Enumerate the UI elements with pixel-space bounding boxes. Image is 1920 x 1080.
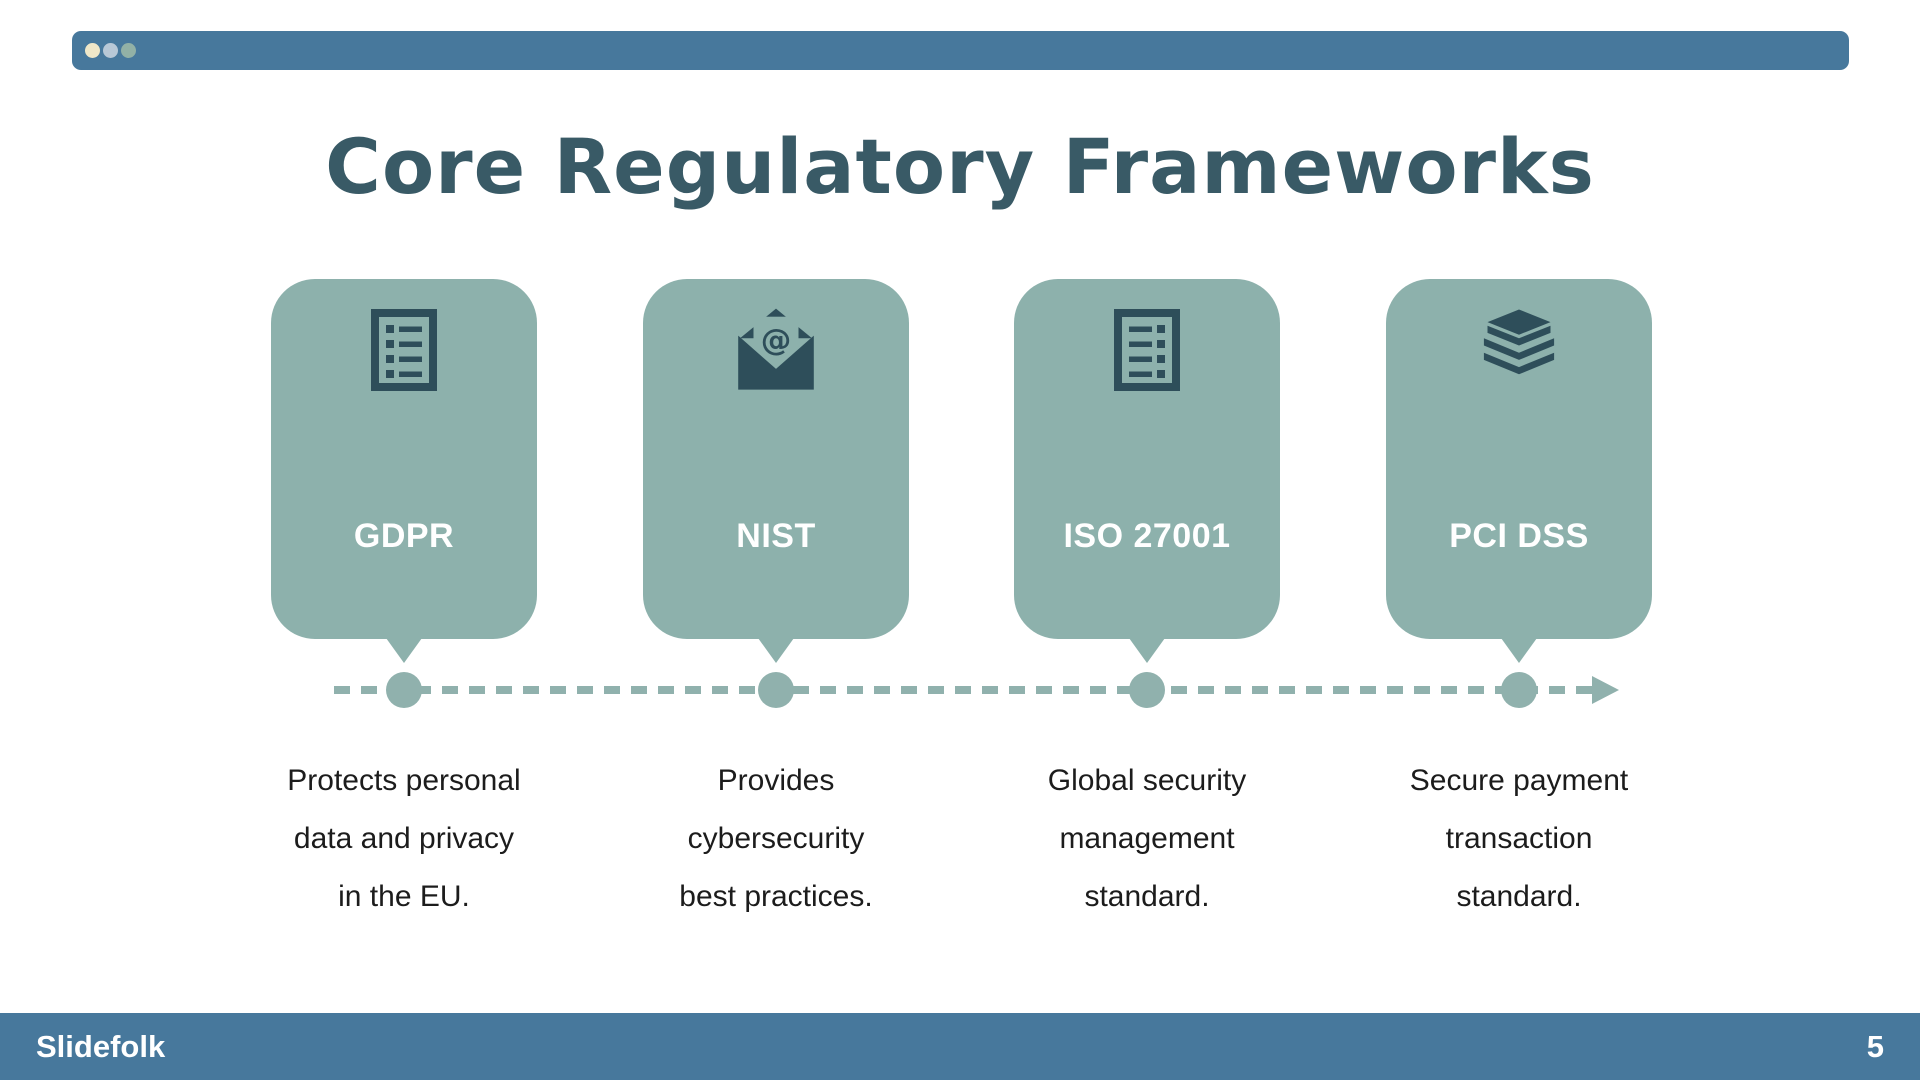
footer-brand: Slidefolk — [36, 1028, 166, 1064]
timeline-dot — [758, 672, 794, 708]
framework-label: GDPR — [353, 517, 455, 555]
card-pointer-tail — [1129, 638, 1165, 663]
page-number: 5 — [1866, 1028, 1884, 1064]
slide-title: Core Regulatory Frameworks — [325, 122, 1595, 211]
book-stack-icon — [1474, 307, 1564, 393]
framework-label: NIST — [736, 517, 816, 555]
window-dot-icon — [103, 43, 118, 58]
timeline-dot — [1129, 672, 1165, 708]
framework-card-pci-dss: PCI DSS — [1386, 279, 1652, 663]
framework-card-nist: @ NIST — [643, 279, 909, 663]
framework-description: Protects personal data and privacy in th… — [287, 764, 521, 913]
footer-bar: Slidefolk 5 — [0, 1013, 1920, 1080]
framework-label: ISO 27001 — [1063, 517, 1231, 555]
envelope-at-icon: @ — [731, 307, 821, 393]
mock-browser-bar — [72, 31, 1849, 70]
framework-card-gdpr: GDPR — [271, 279, 537, 663]
timeline-arrow-icon — [1592, 676, 1619, 704]
timeline-dot — [386, 672, 422, 708]
card-pointer-tail — [386, 638, 422, 663]
framework-card-iso-27001: ISO 27001 — [1014, 279, 1280, 663]
at-symbol-glyph: @ — [761, 323, 792, 358]
document-list-icon — [1102, 307, 1192, 393]
framework-description: Provides cybersecurity best practices. — [679, 764, 873, 913]
card-pointer-tail — [758, 638, 794, 663]
card-pointer-tail — [1501, 638, 1537, 663]
framework-label: PCI DSS — [1449, 517, 1589, 555]
window-dot-icon — [121, 43, 136, 58]
timeline-dashed-line — [334, 686, 1592, 694]
framework-description: Secure payment transaction standard. — [1409, 764, 1629, 913]
framework-description: Global security management standard. — [1047, 764, 1247, 913]
window-dot-icon — [85, 43, 100, 58]
timeline-dot — [1501, 672, 1537, 708]
checklist-document-icon — [359, 307, 449, 393]
